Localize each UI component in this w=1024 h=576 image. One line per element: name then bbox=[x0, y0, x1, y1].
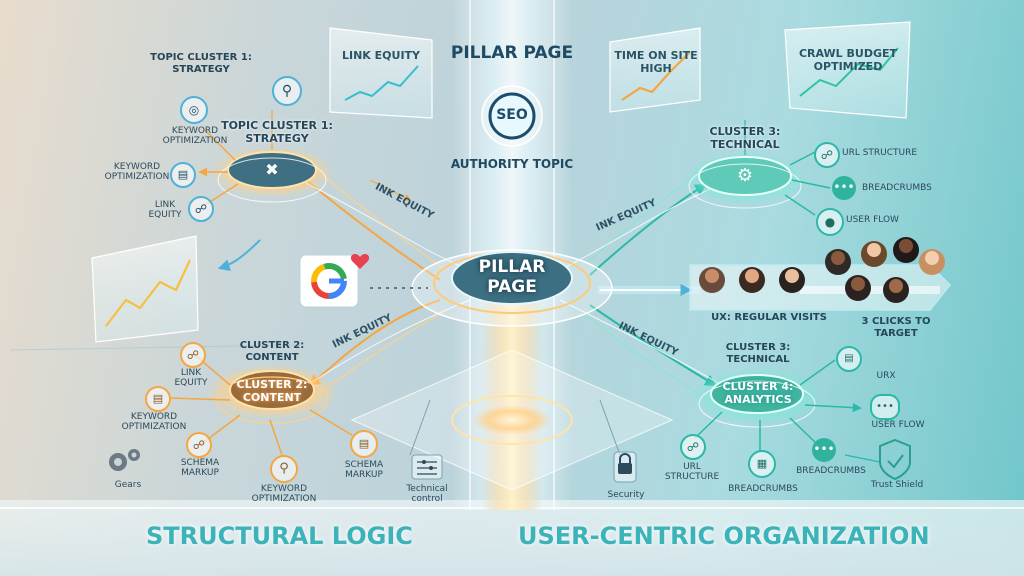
cluster-1-keyword-label-2: KEYWORD OPTIMIZATION bbox=[104, 162, 170, 183]
lock-icon bbox=[612, 450, 638, 484]
growth-chart-panel bbox=[92, 236, 198, 342]
time-on-site-panel-label: TIME ON SITE HIGH bbox=[614, 49, 698, 75]
breadcrumbs-label-3: BREADCRUMBS bbox=[796, 466, 866, 476]
cluster-2-link-equity-label: LINK EQUITY bbox=[174, 368, 208, 389]
cluster-2-title: CLUSTER 2: CONTENT bbox=[239, 340, 305, 363]
urx-icon: ▤ bbox=[836, 346, 862, 372]
structural-logic-heading: STRUCTURAL LOGIC bbox=[146, 522, 413, 550]
code-icon: ▤ bbox=[350, 430, 378, 458]
breadcrumbs-label-2: BREADCRUMBS bbox=[728, 484, 798, 494]
crawl-budget-panel-label: CRAWL BUDGET OPTIMIZED bbox=[798, 47, 898, 73]
user-flow-icon: ••• bbox=[870, 394, 900, 420]
target-icon: ◎ bbox=[180, 96, 208, 124]
breadcrumbs-icon: ••• bbox=[832, 176, 856, 200]
control-panel-icon bbox=[410, 453, 444, 481]
search-icon: ⚲ bbox=[272, 76, 302, 106]
user-flow-label: USER FLOW bbox=[846, 215, 899, 225]
cluster-1-node-label: TOPIC CLUSTER 1: STRATEGY bbox=[221, 119, 333, 145]
technical-control-label: Technical control bbox=[406, 484, 448, 505]
breadcrumbs-label: BREADCRUMBS bbox=[862, 183, 932, 193]
cluster-2-node-label: CLUSTER 2: CONTENT bbox=[236, 378, 308, 404]
chain-link-icon: ☍ bbox=[188, 196, 214, 222]
user-flow-label-2: USER FLOW bbox=[871, 420, 925, 430]
cluster-3-title: CLUSTER 3: TECHNICAL bbox=[725, 342, 791, 365]
user-icon: ● bbox=[816, 208, 844, 236]
document-icon: ▤ bbox=[145, 386, 171, 412]
sitemap-icon: ▦ bbox=[748, 450, 776, 478]
heart-icon bbox=[352, 250, 370, 268]
search-icon: ⚲ bbox=[270, 455, 298, 483]
google-logo-icon bbox=[300, 255, 358, 307]
clicks-to-target-label: 3 CLICKS TO TARGET bbox=[861, 316, 931, 339]
audience-group bbox=[696, 236, 948, 296]
link-equity-chart-panel bbox=[330, 28, 432, 118]
seo-badge: SEO bbox=[496, 107, 528, 123]
authority-topic-label: AUTHORITY TOPIC bbox=[450, 157, 574, 171]
cluster-4-node-label: CLUSTER 4: ANALYTICS bbox=[722, 380, 794, 406]
cluster-3-node-label: CLUSTER 3: TECHNICAL bbox=[709, 125, 781, 151]
cluster-1-title: TOPIC CLUSTER 1: STRATEGY bbox=[150, 52, 252, 75]
gears-icon bbox=[104, 448, 144, 478]
breadcrumbs-icon: ••• bbox=[812, 438, 836, 462]
schema-markup-label: SCHEMA MARKUP bbox=[180, 458, 220, 479]
cluster-1-keyword-label: KEYWORD OPTIMIZATION bbox=[162, 126, 228, 147]
pillar-page-title: PILLAR PAGE bbox=[450, 43, 574, 63]
link-equity-panel-label: LINK EQUITY bbox=[341, 49, 421, 62]
trust-shield-label: Trust Shield bbox=[870, 480, 924, 490]
chain-link-icon: ☍ bbox=[680, 434, 706, 460]
url-structure-label-2: URL STRUCTURE bbox=[664, 462, 720, 483]
cluster-2-keyword-label: KEYWORD OPTIMIZATION bbox=[121, 412, 187, 433]
network-icon: ✖ bbox=[265, 160, 279, 179]
cluster-1-link-equity-label: LINK EQUITY bbox=[148, 200, 182, 221]
chain-link-icon: ☍ bbox=[186, 432, 212, 458]
chain-link-icon: ☍ bbox=[180, 342, 206, 368]
pillar-node-label: PILLAR PAGE bbox=[478, 257, 546, 297]
document-icon: ▤ bbox=[170, 162, 196, 188]
trust-shield-icon bbox=[878, 438, 912, 480]
url-structure-label: URL STRUCTURE bbox=[842, 148, 918, 158]
gears-label: Gears bbox=[114, 480, 142, 490]
urx-label: URX bbox=[876, 371, 896, 381]
schema-markup-label-2: SCHEMA MARKUP bbox=[344, 460, 384, 481]
keyword-optimization-label: KEYWORD OPTIMIZATION bbox=[251, 484, 317, 505]
user-centric-organization-heading: USER-CENTRIC ORGANIZATION bbox=[518, 522, 930, 550]
gear-icon: ⚙ bbox=[736, 165, 754, 186]
chain-link-icon: ☍ bbox=[814, 142, 840, 168]
ux-regular-visits-label: UX: REGULAR VISITS bbox=[711, 312, 827, 323]
security-label: Security bbox=[607, 490, 645, 500]
